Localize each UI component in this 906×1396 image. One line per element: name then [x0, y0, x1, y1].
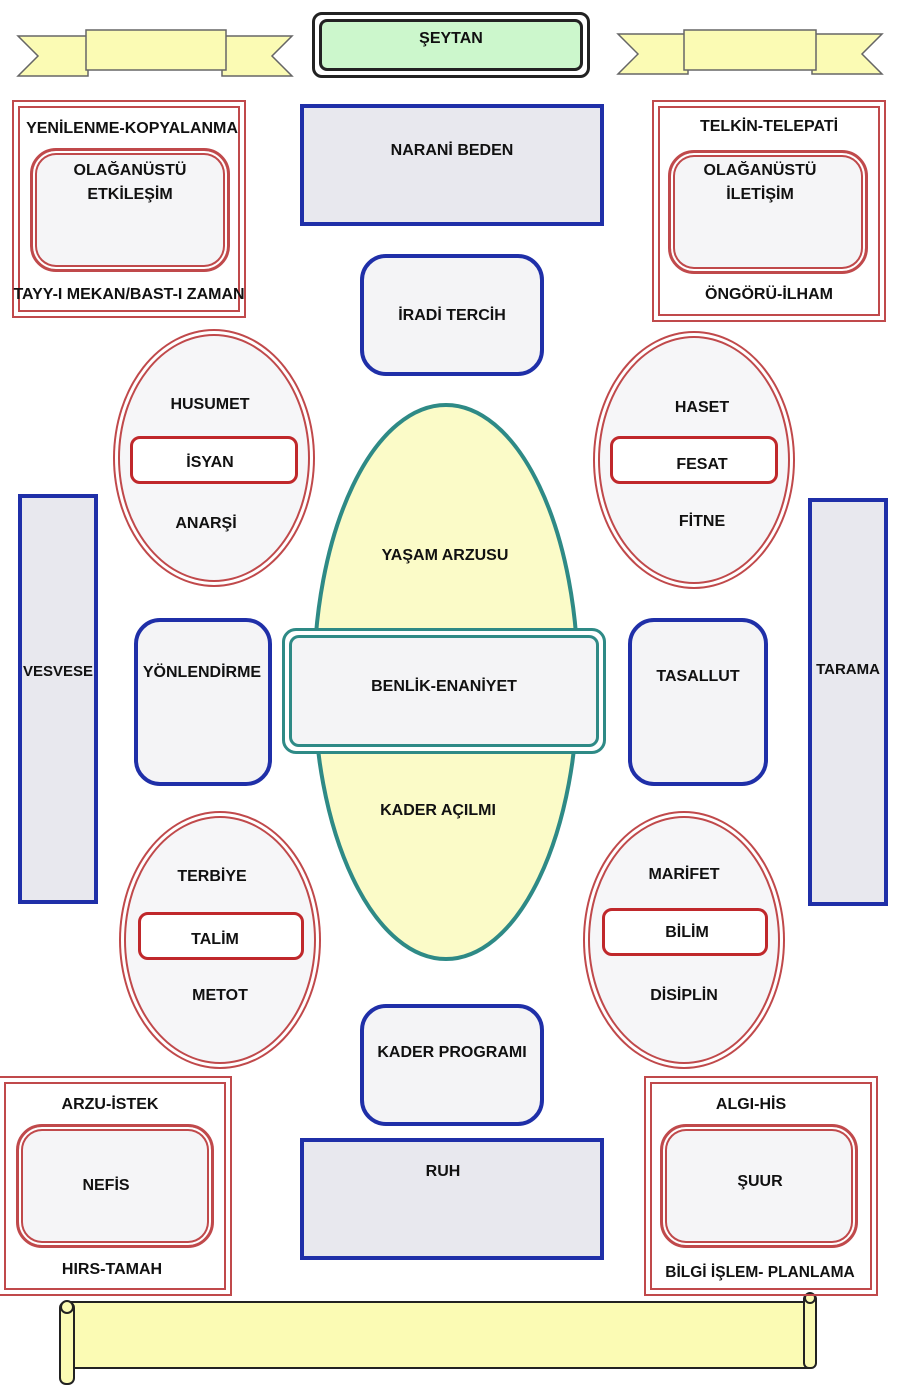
seytan-box: [312, 12, 590, 78]
bottom-left-bottom-label: HIRS-TAMAH: [61, 1261, 163, 1278]
tarama-label: TARAMA: [816, 661, 880, 678]
top-right-top-label: TELKİN-TELEPATİ: [699, 118, 839, 135]
top-left-bottom-label: TAYY-I MEKAN/BAST-I ZAMAN: [13, 286, 245, 303]
ellipse-bottom-left-mid: TALİM: [191, 931, 239, 948]
bottom-right-inner: [660, 1124, 858, 1248]
bottom-left-inner: [16, 1124, 214, 1248]
ellipse-bottom-left-bottom: METOT: [192, 987, 248, 1004]
ellipse-bottom-right-mid-box: [602, 908, 768, 956]
top-left-inner-line2: ETKİLEŞİM: [87, 186, 173, 203]
banner-left-icon: [16, 29, 294, 77]
ruh-label: RUH: [425, 1163, 461, 1180]
vesvese-bar: [18, 494, 98, 904]
top-right-bottom-label: ÖNGÖRÜ-İLHAM: [705, 286, 833, 303]
kader-programi-box: [360, 1004, 544, 1126]
top-right-inner: [668, 150, 868, 274]
ellipse-top-left-bottom: ANARŞİ: [175, 515, 237, 532]
ellipse-bottom-right-mid: BİLİM: [665, 924, 709, 941]
ellipse-bottom-right-top: MARİFET: [648, 866, 720, 883]
banner-right-icon: [616, 29, 884, 75]
ellipse-bottom-left-top: TERBİYE: [177, 868, 247, 885]
iradi-tercih-label: İRADİ TERCİH: [398, 307, 506, 324]
ellipse-top-right-top: HASET: [674, 399, 730, 416]
narani-beden-box: [300, 104, 604, 226]
narani-beden-label: NARANİ BEDEN: [390, 142, 514, 159]
ellipse-top-right-mid: FESAT: [676, 456, 728, 473]
yonlendirme-label: YÖNLENDİRME: [142, 664, 262, 681]
bottom-right-top-label: ALGI-HİS: [715, 1096, 787, 1113]
tasallut-label: TASALLUT: [656, 668, 740, 685]
bottom-right-inner-label: ŞUUR: [737, 1173, 783, 1190]
ellipse-top-left-mid: İSYAN: [186, 454, 234, 471]
yonlendirme-box: [134, 618, 272, 786]
ellipse-top-left-top: HUSUMET: [170, 396, 250, 413]
yasam-arzusu-label: YAŞAM ARZUSU: [381, 547, 509, 564]
top-right-inner-line2: İLETİŞİM: [726, 186, 794, 203]
benlik-box: [282, 628, 606, 754]
vesvese-label: VESVESE: [22, 663, 94, 680]
kader-acilimi-label: KADER AÇILMI: [380, 802, 496, 819]
ruh-box: [300, 1138, 604, 1260]
ellipse-bottom-right-bottom: DİSİPLİN: [650, 987, 718, 1004]
bottom-right-bottom-label: BİLGİ İŞLEM- PLANLAMA: [665, 1264, 855, 1281]
scroll-icon: [59, 1292, 817, 1385]
iradi-tercih-box: [360, 254, 544, 376]
bottom-left-top-label: ARZU-İSTEK: [61, 1096, 159, 1113]
top-right-inner-line1: OLAĞANÜSTÜ: [703, 162, 817, 179]
ellipse-top-right-bottom: FİTNE: [678, 513, 726, 530]
top-left-inner-line1: OLAĞANÜSTÜ: [73, 162, 187, 179]
top-left-top-label: YENİLENME-KOPYALANMA: [26, 120, 238, 137]
benlik-label: BENLİK-ENANİYET: [371, 678, 517, 695]
seytan-label: ŞEYTAN: [419, 30, 483, 47]
top-left-inner: [30, 148, 230, 272]
ellipse-top-left-mid-box: [130, 436, 298, 484]
kader-programi-label: KADER PROGRAMI: [377, 1044, 527, 1061]
bottom-left-inner-label: NEFİS: [82, 1177, 130, 1194]
tasallut-box: [628, 618, 768, 786]
tarama-bar: [808, 498, 888, 906]
ellipse-bottom-left-mid-box: [138, 912, 304, 960]
ellipse-top-right-mid-box: [610, 436, 778, 484]
